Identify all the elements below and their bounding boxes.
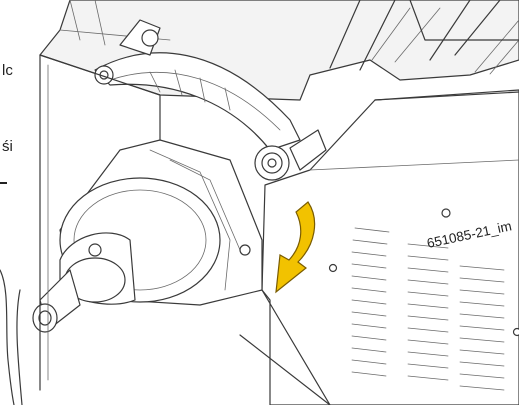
screw-head-2 (328, 263, 338, 273)
rotation-arrow (275, 201, 316, 294)
lever-arm (94, 19, 327, 181)
side-panel (239, 89, 519, 405)
margin-text-line-2: śi (2, 138, 13, 155)
housing-screw (239, 244, 251, 256)
left-frame (39, 54, 161, 391)
vent-slots (351, 227, 505, 391)
margin-text-line-1: lc (2, 62, 13, 79)
screw-head-3 (512, 327, 519, 337)
pivot-left (94, 65, 114, 85)
housing-bolt (88, 243, 102, 257)
margin-rule (0, 182, 7, 184)
shaft-end (32, 303, 58, 333)
motor-housing (0, 139, 263, 405)
screw-head-1 (441, 208, 451, 218)
